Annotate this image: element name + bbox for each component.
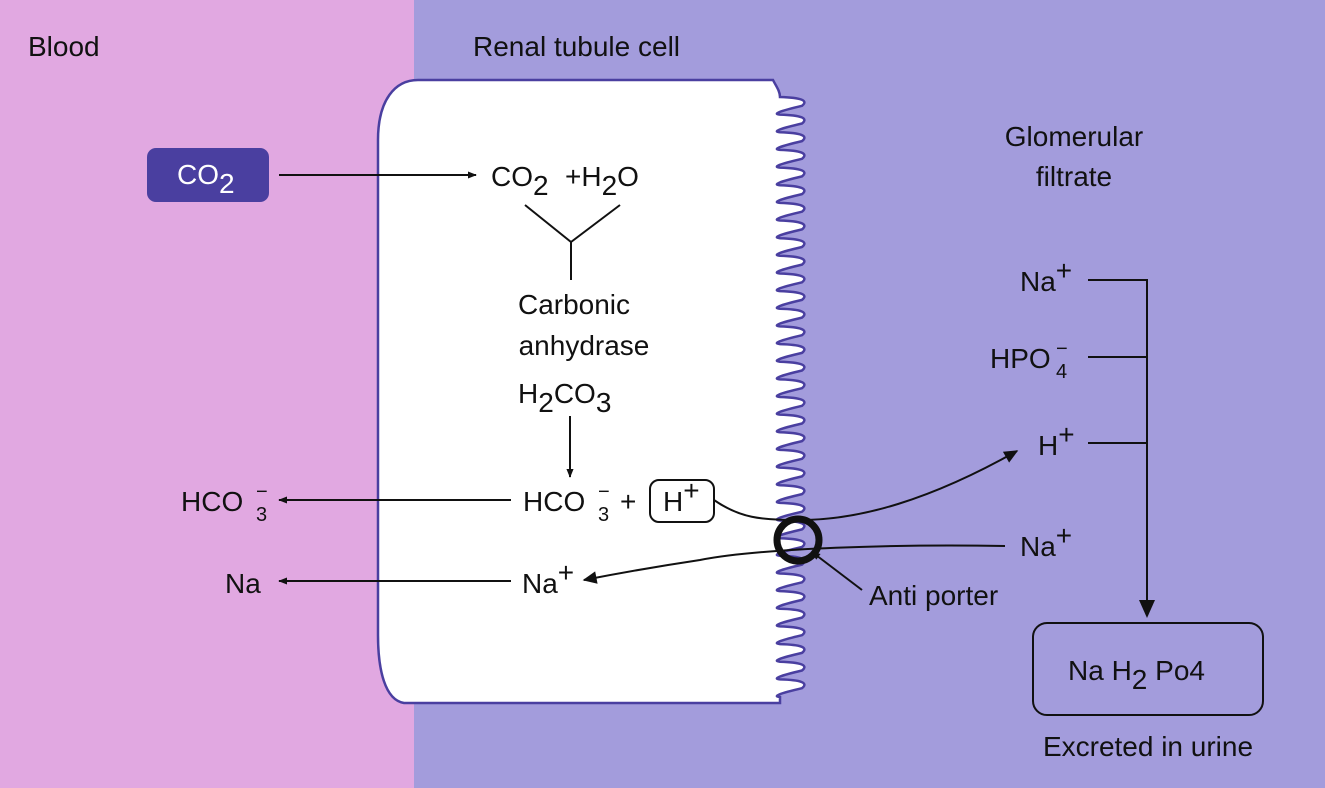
excreted-in-urine-label: Excreted in urine — [1043, 731, 1253, 762]
filtrate-hpo4-charge: − — [1056, 338, 1068, 360]
glomerular-filtrate-label-line1: Glomerular — [1005, 121, 1143, 152]
cell-hco3-charge: − — [598, 481, 610, 503]
filtrate-combine-arrowhead — [1139, 600, 1155, 618]
cell-hco3-label: HCO — [523, 486, 585, 517]
carbonic-anhydrase-label-line1: Carbonic — [518, 289, 630, 320]
cell-co2-label: CO2 — [491, 161, 549, 201]
renal-tubule-cell-body — [376, 78, 806, 705]
filtrate-na-ion-label: Na+ — [1020, 255, 1072, 297]
cell-na-ion-label: Na+ — [522, 557, 574, 599]
blood-hco3-subscript: 3 — [256, 504, 267, 526]
blood-co2-label: CO2 — [177, 159, 235, 199]
blood-hco3-label: HCO — [181, 486, 243, 517]
cell-plus-h2o-label: +H2O — [565, 161, 639, 201]
blood-region — [0, 0, 414, 788]
blood-hco3-charge: − — [256, 481, 268, 503]
renal-tubule-cell-label: Renal tubule cell — [473, 31, 680, 62]
h-ion-secretion-arrow — [713, 450, 1019, 522]
product-box — [1032, 622, 1264, 716]
filtrate-h-ion-label: H+ — [1038, 419, 1075, 461]
cell-hco3-subscript: 3 — [598, 504, 609, 526]
product-label: Na H2 Po4 — [1068, 655, 1205, 695]
cell-h-ion-label: H+ — [663, 475, 700, 517]
h2co3-label: H2CO3 — [518, 378, 611, 418]
filtrate-hpo4-subscript: 4 — [1056, 361, 1067, 383]
cell-plus-sign: + — [620, 486, 636, 517]
blood-region-label: Blood — [28, 31, 100, 62]
filtrate-na-in-label: Na+ — [1020, 520, 1072, 562]
glomerular-filtrate-label-line2: filtrate — [1036, 161, 1112, 192]
filtrate-hpo4-label: HPO — [990, 343, 1051, 374]
carbonic-anhydrase-label-line2: anhydrase — [519, 330, 650, 361]
blood-na-label: Na — [225, 568, 261, 599]
antiporter-pointer-arrow — [811, 551, 863, 591]
antiporter-label: Anti porter — [869, 580, 998, 611]
blood-co2-box — [147, 148, 269, 202]
antiporter-symbol — [773, 515, 823, 565]
filtrate-combine-bracket — [1088, 279, 1148, 612]
na-ion-reabsorption-arrow — [582, 544, 1006, 584]
reaction-join-connector — [524, 204, 621, 280]
